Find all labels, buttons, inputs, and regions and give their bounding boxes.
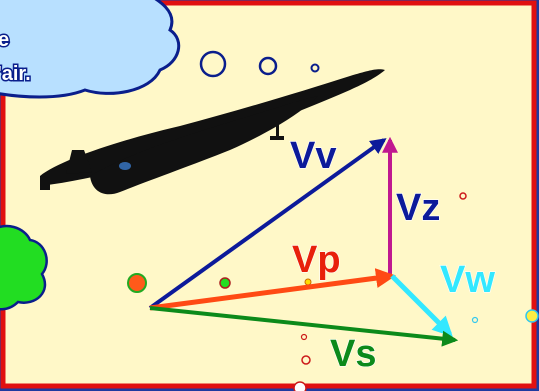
bubble-circle (526, 310, 538, 322)
bubble-circle (128, 274, 146, 292)
label-vs: Vs (330, 333, 376, 375)
bubble-circle (220, 278, 230, 288)
label-vv: Vv (290, 135, 336, 177)
aircraft-window (119, 162, 131, 170)
label-vz: Vz (396, 187, 440, 229)
bubble-text-line1: e (0, 29, 9, 51)
bubble-circle (294, 382, 306, 391)
label-vp: Vp (292, 239, 341, 281)
bubble-text-line2: 'air. (0, 63, 31, 85)
label-vw: Vw (440, 259, 495, 301)
thought-bubble: e 'air. (0, 0, 179, 97)
